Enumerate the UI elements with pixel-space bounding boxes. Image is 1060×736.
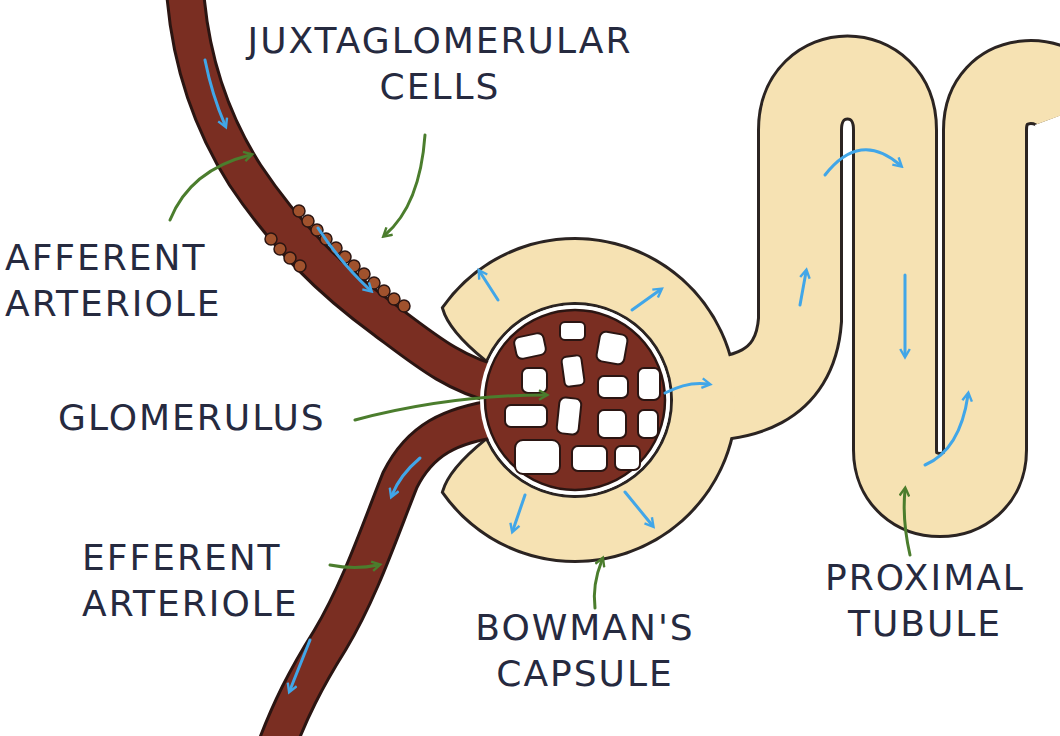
capillary-gap [522,368,547,393]
flow-arrow [800,272,806,305]
capillary-gap [615,446,640,470]
glomerulus-gap [480,305,670,495]
leader-line [594,560,602,608]
leader-line [330,565,378,568]
tubule-outline [690,78,1060,496]
flow-arrow [318,228,370,290]
cell [293,205,305,217]
glomerulus [485,310,665,490]
flow-arrow [205,60,225,125]
efferent-arteriole [275,418,500,736]
capillary-gap [513,332,547,360]
capillary-gap [572,446,607,471]
flow-arrow [625,492,652,525]
cell [378,285,390,297]
capillary-gaps [505,322,660,474]
capillary-gap [638,368,660,400]
cell [368,277,380,289]
cell [302,215,314,227]
leader-line [904,490,910,555]
cell [265,233,277,245]
part-label: EFFERENT ARTERIOLE [82,535,342,627]
capillary-gap [561,355,585,387]
flow-arrow [632,290,660,310]
cell [294,260,306,272]
part-label: GLOMERULUS [58,395,378,441]
part-label: JUXTAGLOMERULAR CELLS [230,18,650,110]
flow-arrow [480,272,498,300]
juxtaglomerular-cells [265,205,410,312]
capsule-fill [444,240,735,560]
leader-line [385,135,425,235]
capillary-gap [598,410,626,438]
capillary-gap [556,397,582,435]
cell [398,300,410,312]
part-label: PROXIMAL TUBULE [800,555,1050,647]
flow-arrow [392,458,420,495]
part-label: AFFERENT ARTERIOLE [5,235,245,327]
flow-arrow [665,383,708,393]
efferent-arteriole-outline [275,418,500,736]
cell [274,243,286,255]
leader-line [355,395,545,420]
part-label: BOWMAN'S CAPSULE [465,605,705,697]
capillary-gap [515,440,560,474]
capillary-gap [560,322,585,340]
flow-arrow [925,395,968,465]
capillary-gap [638,410,658,438]
leader-line [170,155,250,220]
proximal-tubule [690,78,1060,496]
bowmans-capsule [444,240,735,560]
capillary-gap [596,331,629,365]
capillary-gap [598,376,628,398]
capillary-gap [505,405,547,427]
cell [284,252,296,264]
flow-arrow [290,640,310,690]
flow-arrow [513,495,525,530]
flow-arrow [904,275,907,355]
flow-arrow [825,150,900,175]
